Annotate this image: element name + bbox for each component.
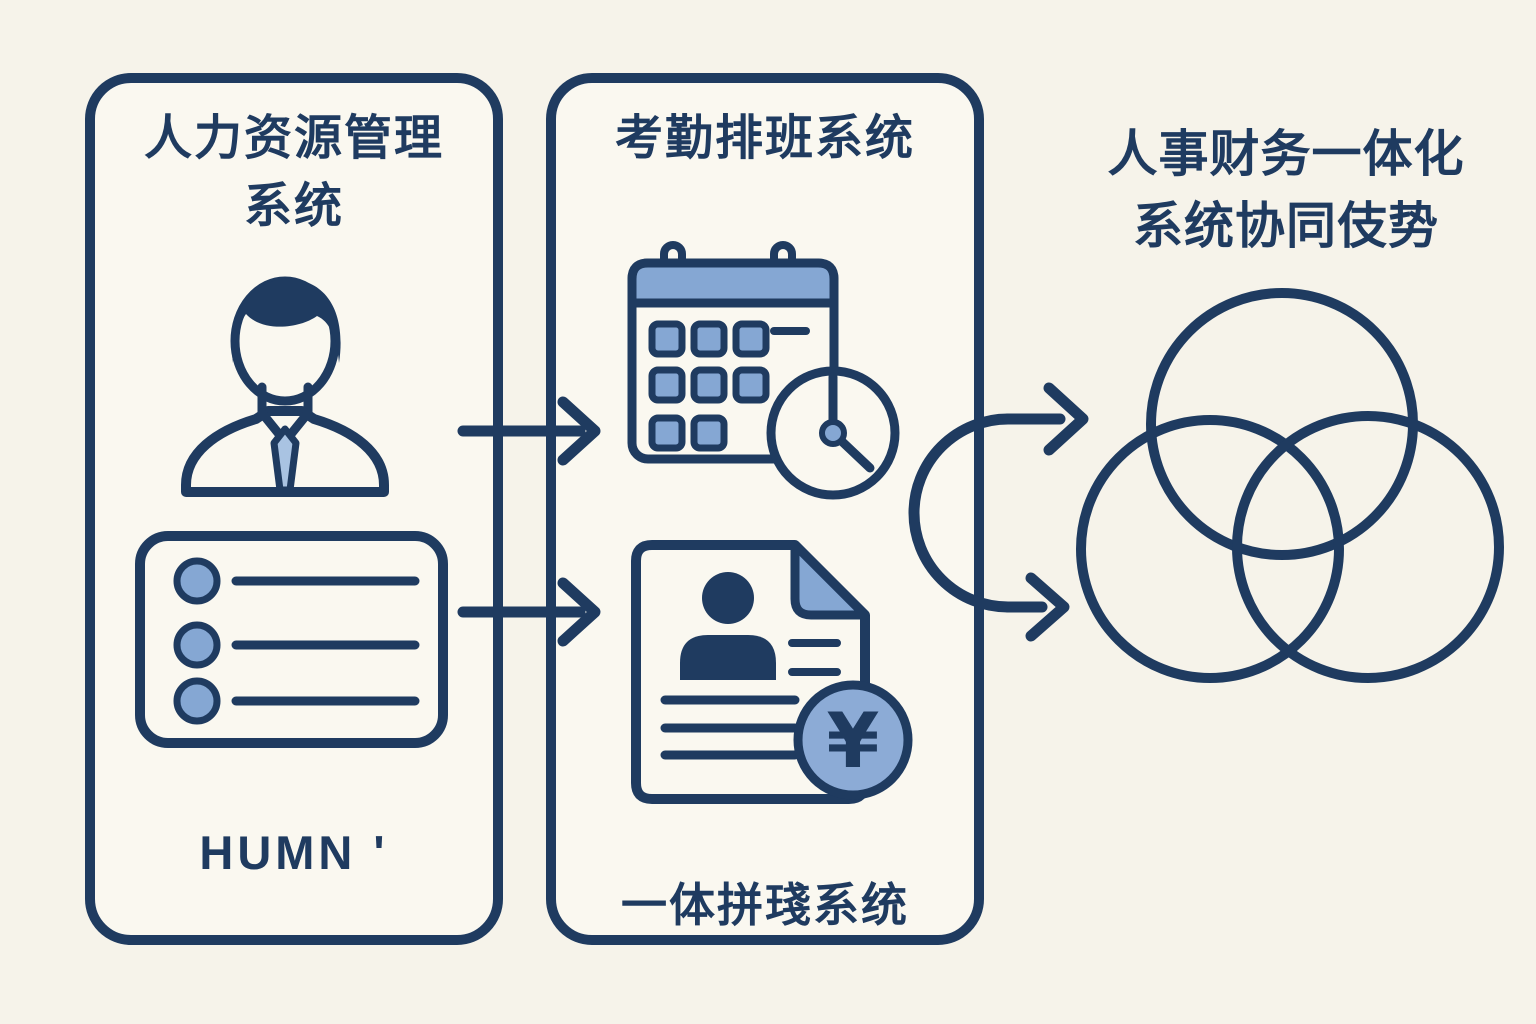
yen-symbol: ¥	[827, 696, 880, 785]
calendar-header	[627, 258, 839, 308]
hr-panel-footer-label: HUMN '	[199, 826, 389, 879]
list-bullet-3	[173, 677, 221, 725]
venn-diagram-icon	[1076, 288, 1504, 683]
arc-arrow-bottom-head	[1025, 572, 1070, 642]
calendar-clock-icon	[627, 241, 900, 500]
attendance-panel-footer-label: 一体拼琖系统	[621, 879, 909, 931]
clock-center-dot	[819, 419, 847, 447]
hr-panel-title: 人力资源管理 系统	[95, 105, 493, 241]
employee-list-icon	[135, 531, 448, 748]
integration-title-line1: 人事财务一体化	[1107, 126, 1465, 182]
calendar-grid	[648, 320, 810, 452]
hr-panel-title-line2: 系统	[243, 180, 344, 233]
employee-person-icon	[181, 276, 389, 497]
attendance-panel: 考勤排班系统	[546, 73, 984, 945]
integration-title: 人事财务一体化 系统协同伎势	[1080, 118, 1492, 262]
document-avatar-head	[702, 572, 754, 624]
venn-circle-left	[1076, 415, 1344, 683]
clock	[766, 366, 900, 500]
hr-management-panel: 人力资源管理 系统 HUMN '	[85, 73, 503, 945]
attendance-panel-title: 考勤排班系统	[614, 112, 915, 165]
document-short-lines	[788, 639, 841, 676]
document-avatar-body	[680, 635, 776, 680]
integration-title-line2: 系统协同伎势	[1133, 198, 1439, 254]
document-long-lines	[660, 695, 800, 760]
list-bullet-2	[173, 621, 221, 669]
list-lines	[231, 576, 420, 706]
payroll-document-icon: ¥	[631, 540, 913, 804]
venn-circle-right	[1232, 411, 1504, 683]
document-fold	[790, 540, 870, 620]
person-hair	[231, 278, 341, 363]
yen-coin	[793, 680, 913, 800]
list-bullet-1	[173, 557, 221, 605]
hr-panel-title-line1: 人力资源管理	[143, 112, 444, 165]
person-tie	[270, 425, 300, 494]
